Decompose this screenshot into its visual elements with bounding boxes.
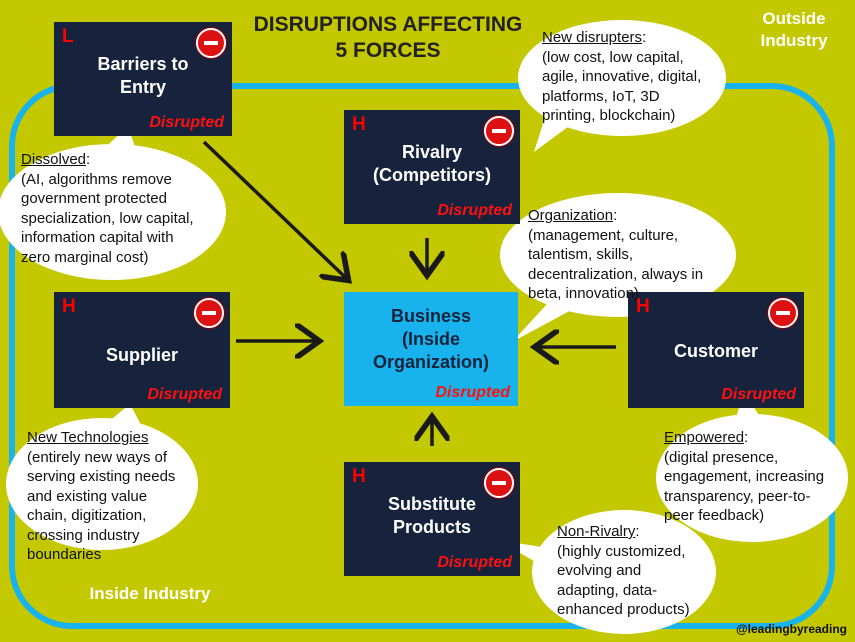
substitute-name: Substitute Products — [344, 493, 520, 539]
industry-border — [9, 83, 835, 629]
outside-industry-label: Outside Industry — [746, 8, 842, 52]
new-technologies-heading: New Technologies — [27, 429, 149, 446]
note-line: specialization, low capital, — [21, 209, 194, 227]
credit-handle: @leadingbyreading — [735, 622, 847, 636]
note-line: chain, digitization, — [27, 507, 147, 524]
bubble-organization — [500, 193, 736, 342]
new-technologies-note: New Technologies (entirely new ways of s… — [27, 428, 207, 565]
barriers-name-line-2: Entry — [119, 77, 166, 97]
substitute-name-line-2: Products — [392, 517, 471, 537]
note-line: agile, innovative, digital, — [542, 68, 702, 85]
note-line: (highly customized, — [557, 542, 686, 560]
empowered-note: Empowered: (digital presence, engagement… — [664, 428, 850, 526]
barriers-status: Disrupted — [149, 114, 224, 131]
note-line: government protected — [21, 190, 167, 207]
outside-label-line-2: Industry — [760, 31, 828, 50]
rivalry-name-line-1: Rivalry — [401, 142, 463, 162]
bubble-new-disrupters — [518, 20, 726, 152]
minus-circle-icon — [484, 116, 514, 146]
customer-name-line-1: Customer — [673, 341, 758, 361]
minus-circle-icon — [196, 28, 226, 58]
barriers-name-line-1: Barriers to — [97, 54, 189, 74]
barriers-level: L — [62, 26, 74, 47]
supplier-status: Disrupted — [147, 386, 222, 403]
bubble-new-technologies — [6, 404, 198, 550]
organization-heading: Organization — [528, 207, 614, 224]
note-line: zero marginal cost) — [21, 248, 149, 266]
dissolved-heading: Dissolved — [21, 151, 87, 168]
substitute-status: Disrupted — [437, 554, 512, 571]
minus-circle-icon — [768, 298, 798, 328]
inside-industry-label: Inside Industry — [89, 584, 211, 603]
note-line: evolving and — [557, 562, 642, 579]
minus-circle-icon — [194, 298, 224, 328]
rivalry-name-line-2: (Competitors) — [373, 165, 491, 185]
business-box: Business (Inside Organization) Disrupted — [344, 292, 518, 406]
note-line: adapting, data- — [557, 581, 658, 599]
note-line: and existing value — [27, 487, 148, 505]
note-line: peer feedback) — [664, 507, 765, 524]
rivalry-status: Disrupted — [437, 202, 512, 219]
substitute-products-box: H Substitute Products Disrupted — [344, 462, 520, 576]
substitute-level: H — [352, 466, 366, 487]
note-line: enhanced products) — [557, 601, 690, 618]
note-line: serving existing needs — [27, 468, 176, 485]
note-line: transparency, peer-to- — [664, 487, 811, 505]
note-line: printing, blockchain) — [542, 107, 676, 124]
non-rivalry-heading: Non-Rivalry — [557, 523, 636, 540]
customer-name: Customer — [628, 340, 804, 363]
barriers-to-entry-box: L Barriers to Entry Disrupted — [54, 22, 232, 136]
organization-note: Organization: (management, culture, tale… — [528, 206, 738, 304]
title-line-2: 5 FORCES — [335, 39, 441, 62]
business-name: Business (Inside Organization) — [344, 305, 518, 374]
note-line: crossing industry — [27, 526, 140, 544]
note-line: boundaries — [27, 546, 102, 563]
business-name-line-1: Business — [390, 306, 472, 326]
business-name-line-2: (Inside — [401, 329, 460, 349]
supplier-box: H Supplier Disrupted — [54, 292, 230, 408]
note-line: talentism, skills, — [528, 246, 634, 263]
supplier-name: Supplier — [54, 344, 230, 367]
diagram-title: DISRUPTIONS AFFECTING 5 FORCES — [238, 12, 538, 64]
note-line: (low cost, low capital, — [542, 48, 684, 66]
new-disrupters-note: New disrupters: (low cost, low capital, … — [542, 28, 732, 126]
rivalry-level: H — [352, 114, 366, 135]
note-line: decentralization, always in — [528, 265, 704, 283]
minus-circle-icon — [484, 468, 514, 498]
new-disrupters-heading: New disrupters — [542, 29, 643, 46]
barriers-name: Barriers to Entry — [54, 53, 232, 99]
substitute-name-line-1: Substitute — [388, 494, 476, 514]
non-rivalry-note: Non-Rivalry: (highly customized, evolvin… — [557, 522, 727, 620]
customer-status: Disrupted — [721, 386, 796, 403]
customer-box: H Customer Disrupted — [628, 292, 804, 408]
title-line-1: DISRUPTIONS AFFECTING — [253, 13, 523, 36]
note-line: information capital with — [21, 229, 174, 246]
note-line: platforms, IoT, 3D — [542, 87, 660, 105]
customer-level: H — [636, 296, 650, 317]
note-line: (digital presence, — [664, 448, 779, 466]
note-line: (AI, algorithms remove — [21, 170, 172, 188]
note-line: (entirely new ways of — [27, 448, 168, 466]
empowered-heading: Empowered — [664, 429, 745, 446]
note-line: engagement, increasing — [664, 468, 825, 485]
dissolved-note: Dissolved: (AI, algorithms remove govern… — [21, 150, 231, 267]
arrow-barriers-to-business — [202, 140, 346, 278]
note-line: (management, culture, — [528, 226, 679, 244]
rivalry-box: H Rivalry (Competitors) Disrupted — [344, 110, 520, 224]
business-name-line-3: Organization) — [373, 352, 489, 372]
supplier-level: H — [62, 296, 76, 317]
outside-label-line-1: Outside — [762, 9, 826, 28]
note-line: beta, innovation) — [528, 285, 639, 302]
supplier-name-line-1: Supplier — [105, 345, 178, 365]
business-status: Disrupted — [435, 384, 510, 401]
rivalry-name: Rivalry (Competitors) — [344, 141, 520, 187]
